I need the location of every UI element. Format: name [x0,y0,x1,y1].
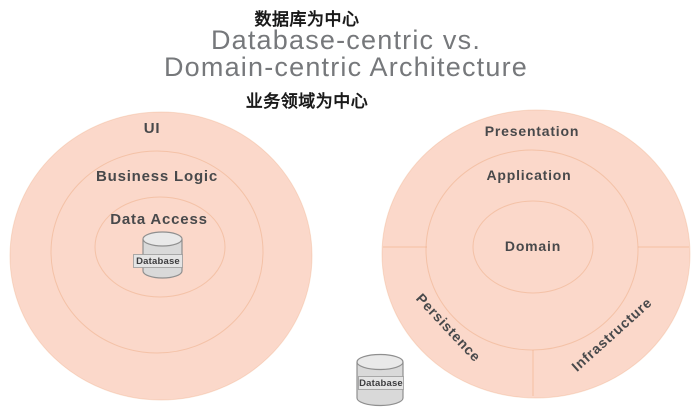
right-layer-presentation-label: Presentation [485,123,579,139]
right-outer-ring [381,109,691,399]
chinese-caption-database-centric: 数据库为中心 [254,10,360,29]
title-line-2: Domain-centric Architecture [163,52,529,82]
external-database-cylinder-icon: Database [356,353,404,407]
cylinder-top [356,353,404,371]
right-inner-ring [472,200,594,294]
database-label-box [358,376,404,390]
left-diagram-database-centric: UI Business Logic Data Access Database [9,111,313,401]
database-label-box [133,254,183,268]
right-middle-ring [425,149,639,351]
left-inner-ring [94,196,226,298]
left-layer-data-access-label: Data Access [110,211,207,228]
external-database-label: Database [359,378,403,389]
left-database-label: Database [136,256,180,267]
title-line-1: Database-centric vs. [210,25,482,55]
left-middle-ring [50,150,264,354]
page-title: Database-centric vs. Domain-centric Arch… [164,27,528,81]
right-diagram-domain-centric: Presentation Application Domain Persiste… [381,109,691,399]
right-layer-application-label: Application [486,167,571,183]
chinese-caption-domain-centric: 业务领域为中心 [245,92,369,111]
cylinder-top [142,231,183,247]
left-layer-ui-label: UI [144,120,161,137]
right-layer-domain-label: Domain [505,238,561,254]
left-database-cylinder-icon: Database [133,231,183,279]
left-layer-business-logic-label: Business Logic [96,168,218,185]
